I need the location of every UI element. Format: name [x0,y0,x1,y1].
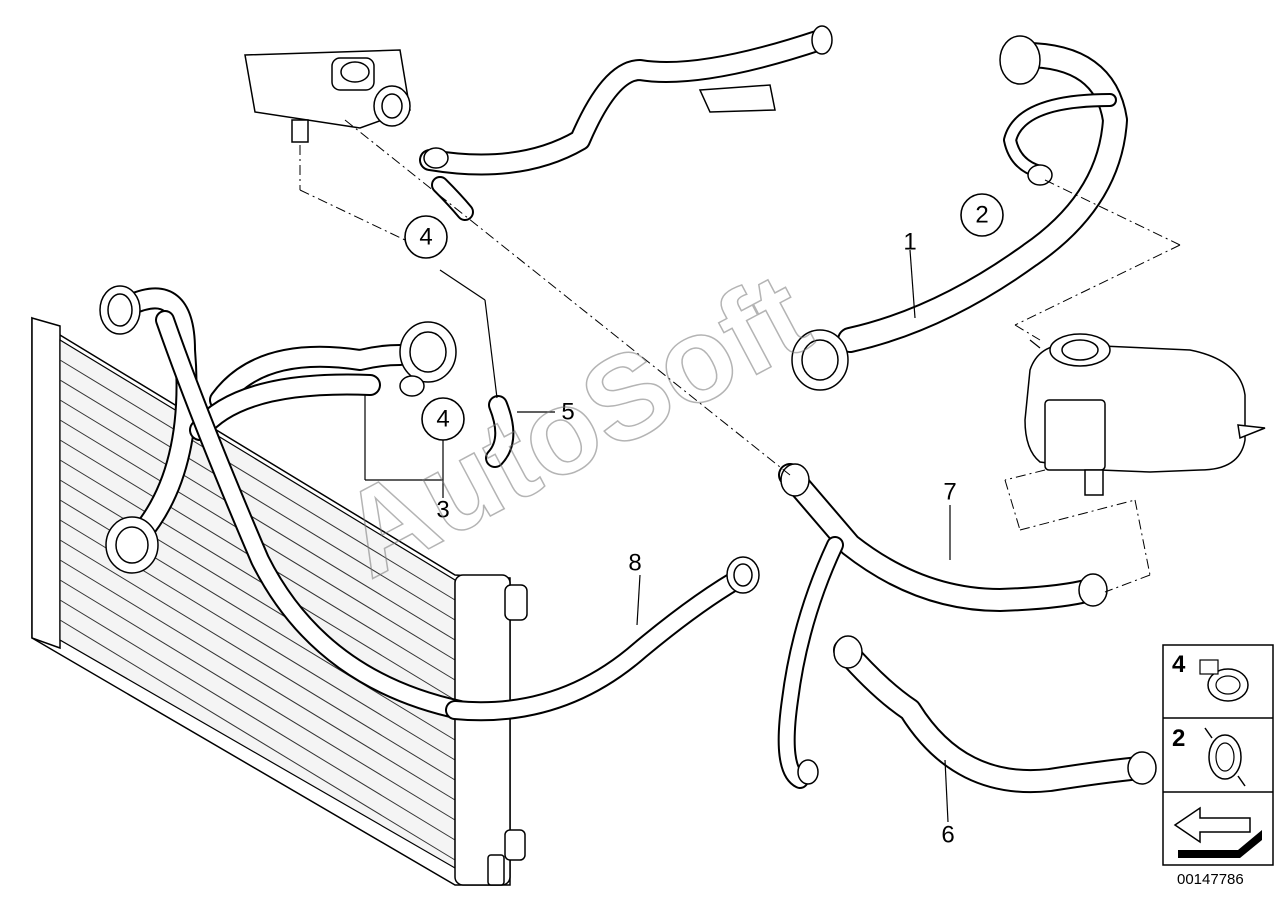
spring-clip-icon [1204,727,1246,787]
parts-legend: 4 2 [1162,644,1274,866]
radiator [31,316,528,886]
leader-lines [299,119,1181,823]
drawing-number: 00147786 [1177,871,1244,888]
callout-4-middle: 4 [421,397,465,441]
arrow-icon [1173,806,1262,858]
hose-5 [485,395,515,468]
hose-7 [777,463,1108,789]
hose-3 [189,321,457,441]
legend-item-4-label: 4 [1172,651,1186,678]
long-bypass-hose [155,310,470,720]
legend-item-2-label: 2 [1172,725,1185,752]
callout-2: 2 [960,193,1004,237]
expansion-tank [1024,333,1266,496]
callout-5: 5 [561,399,574,426]
callout-1: 1 [903,229,916,256]
hose-6 [833,635,1157,794]
thermostat-housing [244,49,411,143]
callout-3: 3 [436,497,449,524]
callout-4-top: 4 [404,215,448,259]
hose-1 [791,35,1128,391]
callout-2-label: 2 [975,202,988,229]
hose-clamp-icon [1199,659,1249,702]
hose-8 [445,556,760,722]
callout-6: 6 [941,822,954,849]
hose-connector [99,285,159,574]
watermark: AutoSoft [319,247,829,603]
callout-4-top-label: 4 [419,224,432,251]
callout-7: 7 [943,479,956,506]
upper-engine-pipe [419,25,833,221]
callout-4-middle-label: 4 [436,406,449,433]
callout-8: 8 [628,550,641,577]
